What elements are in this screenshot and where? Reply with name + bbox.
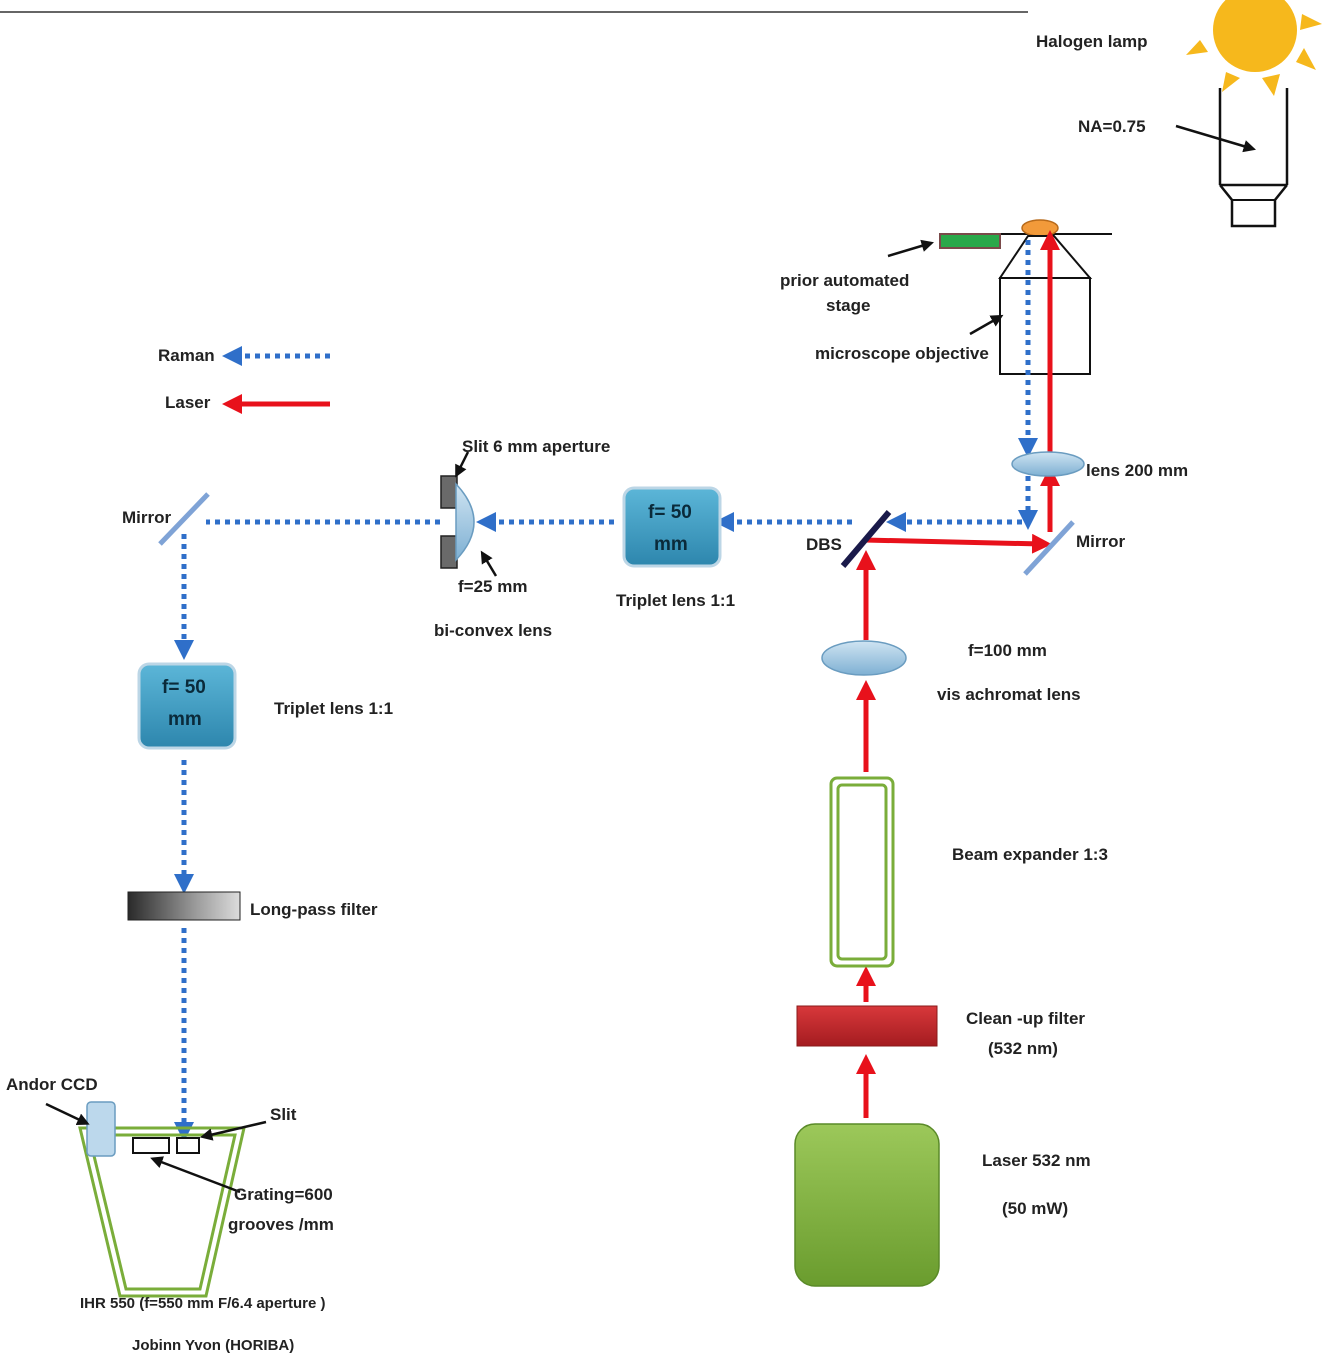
- andor-label: Andor CCD: [6, 1075, 98, 1094]
- lens200-label: lens 200 mm: [1086, 461, 1188, 480]
- halogen-lamp: Halogen lamp: [1036, 0, 1322, 96]
- beam-expander-label: Beam expander 1:3: [952, 845, 1108, 864]
- ihr-label: IHR 550 (f=550 mm F/6.4 aperture ): [80, 1295, 326, 1312]
- legend-laser-label: Laser: [165, 393, 211, 412]
- triplet-lens-top: f= 50 mm: [622, 486, 722, 568]
- clean-up-filter: [796, 1005, 938, 1047]
- f25-pointer-arrow: [480, 550, 498, 577]
- legend-raman-label: Raman: [158, 346, 215, 365]
- mirror-right: [1023, 520, 1075, 576]
- grating-pointer-arrow: [150, 1156, 241, 1194]
- objective-pointer-arrow: [969, 314, 1004, 336]
- na-pointer-arrow: [1175, 124, 1256, 153]
- beam-expander: [829, 776, 895, 968]
- slit-label: Slit: [270, 1105, 297, 1124]
- microscope-objective: [998, 235, 1093, 375]
- laser-beam-5: [863, 533, 1052, 554]
- spectrometer: [78, 1101, 246, 1298]
- mirror-right-label: Mirror: [1076, 532, 1126, 551]
- f25-label: f=25 mm: [458, 577, 527, 596]
- cleanup-label-line2: (532 nm): [988, 1039, 1058, 1058]
- triplet-left-f: f= 50: [162, 677, 206, 698]
- triplet-top-f: f= 50: [648, 502, 692, 523]
- slit-label-pointer-arrow: [199, 1120, 267, 1141]
- lens-200mm: [1011, 451, 1085, 477]
- slit-lower-jaw: [440, 535, 458, 569]
- triplet-left-unit: mm: [168, 709, 202, 730]
- objective-label: microscope objective: [815, 344, 989, 363]
- biconvex-lens: [455, 482, 475, 562]
- na-label: NA=0.75: [1078, 117, 1146, 136]
- triplet-top-unit: mm: [654, 534, 688, 555]
- sample: [1021, 219, 1059, 237]
- legend: Raman Laser: [158, 346, 330, 414]
- dichroic-beam-splitter: [840, 510, 892, 568]
- stage-pointer-arrow: [887, 239, 934, 258]
- vis-achromat-lens: [821, 640, 907, 676]
- cleanup-label-line1: Clean -up filter: [966, 1009, 1085, 1028]
- triplet-top-label: Triplet lens 1:1: [616, 591, 735, 610]
- grating: [132, 1137, 170, 1154]
- jobin-label: Jobinn Yvon (HORIBA): [132, 1337, 294, 1354]
- f100-label: f=100 mm: [968, 641, 1047, 660]
- triplet-left-label: Triplet lens 1:1: [274, 699, 393, 718]
- andor-pointer-arrow: [45, 1102, 90, 1125]
- grating-label-line1: Grating=600: [234, 1185, 333, 1204]
- andor-ccd-camera: [86, 1101, 116, 1157]
- slit6-label: Slit 6 mm aperture: [462, 437, 610, 456]
- slit-upper-jaw: [440, 475, 458, 509]
- biconvex-label: bi-convex lens: [434, 621, 552, 640]
- slit-and-biconvex-lens: [440, 475, 475, 569]
- halogen-lamp-label: Halogen lamp: [1036, 32, 1147, 51]
- condenser-objective: [1218, 88, 1289, 228]
- slit-pointer-arrow: [455, 451, 470, 478]
- entrance-slit: [176, 1137, 200, 1154]
- stage-label-line1: prior automated: [780, 271, 909, 290]
- achromat-label: vis achromat lens: [937, 685, 1081, 704]
- triplet-lens-left: f= 50 mm: [137, 662, 237, 750]
- mirror-left: [158, 492, 210, 546]
- laser-label-line2: (50 mW): [1002, 1199, 1068, 1218]
- laser-label-line1: Laser 532 nm: [982, 1151, 1091, 1170]
- dbs-label: DBS: [806, 535, 842, 554]
- stage-label-line2: stage: [826, 296, 870, 315]
- right-panel: [1188, 240, 1326, 1365]
- long-pass-filter: [127, 891, 241, 921]
- longpass-label: Long-pass filter: [250, 900, 378, 919]
- laser-source: [794, 1123, 940, 1287]
- mirror-left-label: Mirror: [122, 508, 172, 527]
- sun-icon: [1186, 0, 1322, 96]
- grating-label-line2: grooves /mm: [228, 1215, 334, 1234]
